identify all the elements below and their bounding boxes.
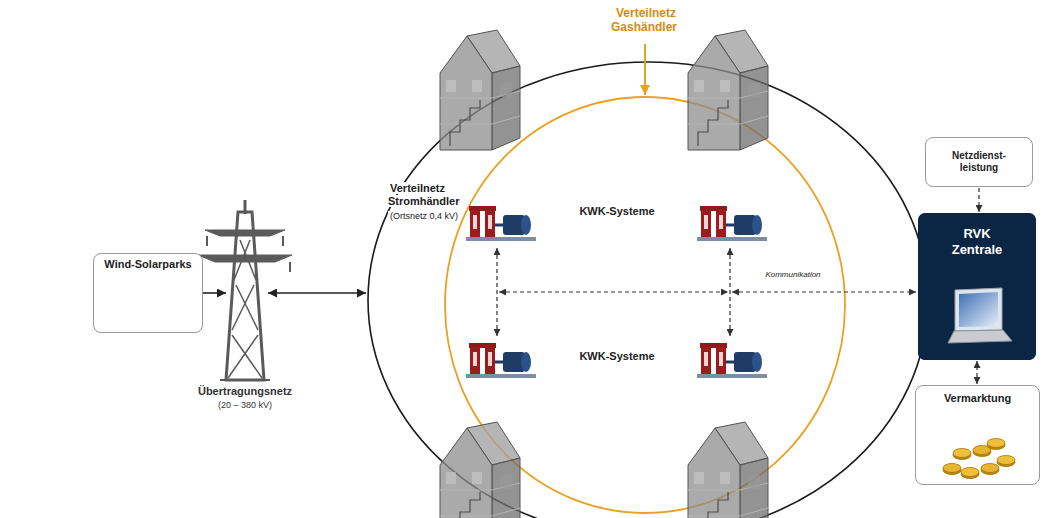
label-text: Übertragungsnetz (196, 385, 294, 397)
marketing-box: Vermarktung (915, 385, 1040, 485)
node-label: Netzdienst- leistung (943, 150, 1015, 174)
label-text: Kommunikation (763, 270, 822, 279)
source-box: Wind-Solarparks (93, 253, 203, 333)
node-label: RVK Zentrale (942, 226, 1012, 257)
diagram-label: Kommunikation (748, 270, 838, 280)
service-box: Netzdienst- leistung (925, 137, 1033, 187)
label-text: (20 – 380 kV) (216, 400, 274, 410)
node-label: Wind-Solarparks (94, 258, 202, 271)
diagram-label: (20 – 380 kV) (190, 400, 300, 411)
dashed-connector (978, 188, 979, 212)
label-text: (Ortsnetz 0,4 kV) (388, 211, 460, 221)
diagram-label: KWK-Systeme (562, 205, 672, 218)
dashed-connector (976, 361, 977, 384)
diagram-label: KWK-Systeme (562, 350, 672, 363)
label-text: Verteilnetz Stromhändler (388, 182, 462, 207)
diagram-label: Verteilnetz Gashändler (600, 6, 690, 35)
label-text: Verteilnetz Gashändler (611, 6, 679, 34)
diagram-label: Verteilnetz Stromhändler (388, 182, 470, 208)
label-text: KWK-Systeme (577, 205, 656, 217)
diagram-label: (Ortsnetz 0,4 kV) (388, 211, 478, 222)
node-label: Vermarktung (916, 392, 1039, 405)
control-center-box: RVK Zentrale (918, 213, 1036, 360)
label-text: KWK-Systeme (577, 350, 656, 362)
diagram-label: Übertragungsnetz (180, 385, 310, 398)
